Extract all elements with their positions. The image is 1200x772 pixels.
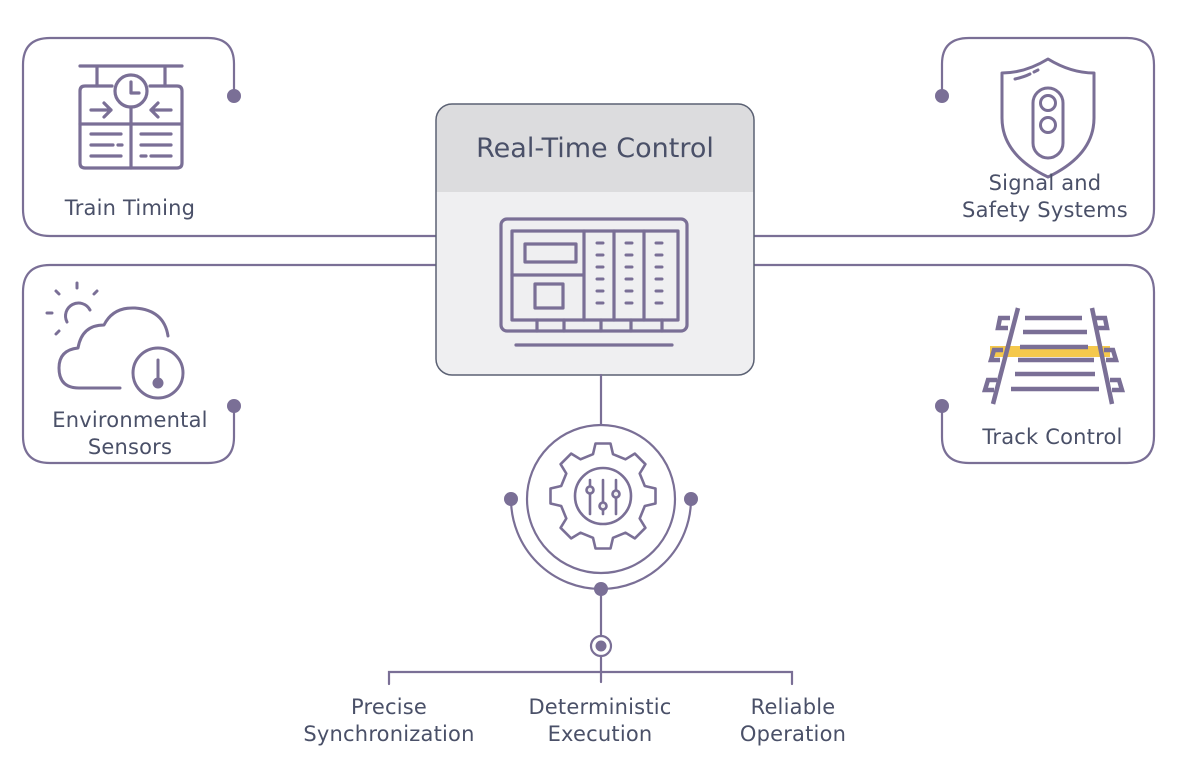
controller-panel-icon xyxy=(499,217,689,347)
environmental-label: Environmental Sensors xyxy=(30,407,230,461)
signal-safety-label-line1: Signal and xyxy=(988,171,1102,195)
connector-dot xyxy=(504,492,518,506)
outcome-reliable-operation: Reliable Operation xyxy=(712,694,874,748)
railway-track-icon xyxy=(981,307,1126,405)
outcome-line2: Synchronization xyxy=(303,722,475,746)
connector-dot xyxy=(227,399,241,413)
target-ring xyxy=(589,634,613,658)
connector-dot xyxy=(684,492,698,506)
departure-board-clock-icon xyxy=(78,64,184,170)
environmental-label-line2: Sensors xyxy=(87,435,173,459)
connector-dot xyxy=(935,399,949,413)
outcome-line2: Operation xyxy=(739,722,847,746)
track-control-box xyxy=(753,263,1156,465)
outcome-line1: Deterministic xyxy=(528,695,672,719)
signal-safety-label-line2: Safety Systems xyxy=(962,198,1128,222)
track-control-label: Track Control xyxy=(982,425,1123,449)
connector-dot xyxy=(594,582,608,596)
outcome-precise-sync: Precise Synchronization xyxy=(280,694,498,748)
outcome-deterministic-exec: Deterministic Execution xyxy=(498,694,702,748)
connector-dot xyxy=(935,89,949,103)
signal-safety-label: Signal and Safety Systems xyxy=(950,170,1140,224)
train-timing-label: Train Timing xyxy=(64,196,196,220)
environmental-label-line1: Environmental xyxy=(52,408,208,432)
hub-connectors xyxy=(387,373,794,686)
connector-dot xyxy=(227,89,241,103)
shield-signal-icon xyxy=(1000,57,1096,179)
environmental-box xyxy=(21,263,438,465)
outcome-line2: Execution xyxy=(547,722,653,746)
center-title: Real-Time Control xyxy=(476,132,714,164)
outcome-line1: Reliable xyxy=(750,695,836,719)
outcome-line1: Precise xyxy=(350,695,428,719)
target-dot xyxy=(595,640,607,652)
train-timing-box xyxy=(21,36,438,238)
gear-sliders-icon xyxy=(549,442,657,550)
cloud-sun-gauge-icon xyxy=(45,281,185,400)
signal-safety-box xyxy=(753,36,1156,238)
